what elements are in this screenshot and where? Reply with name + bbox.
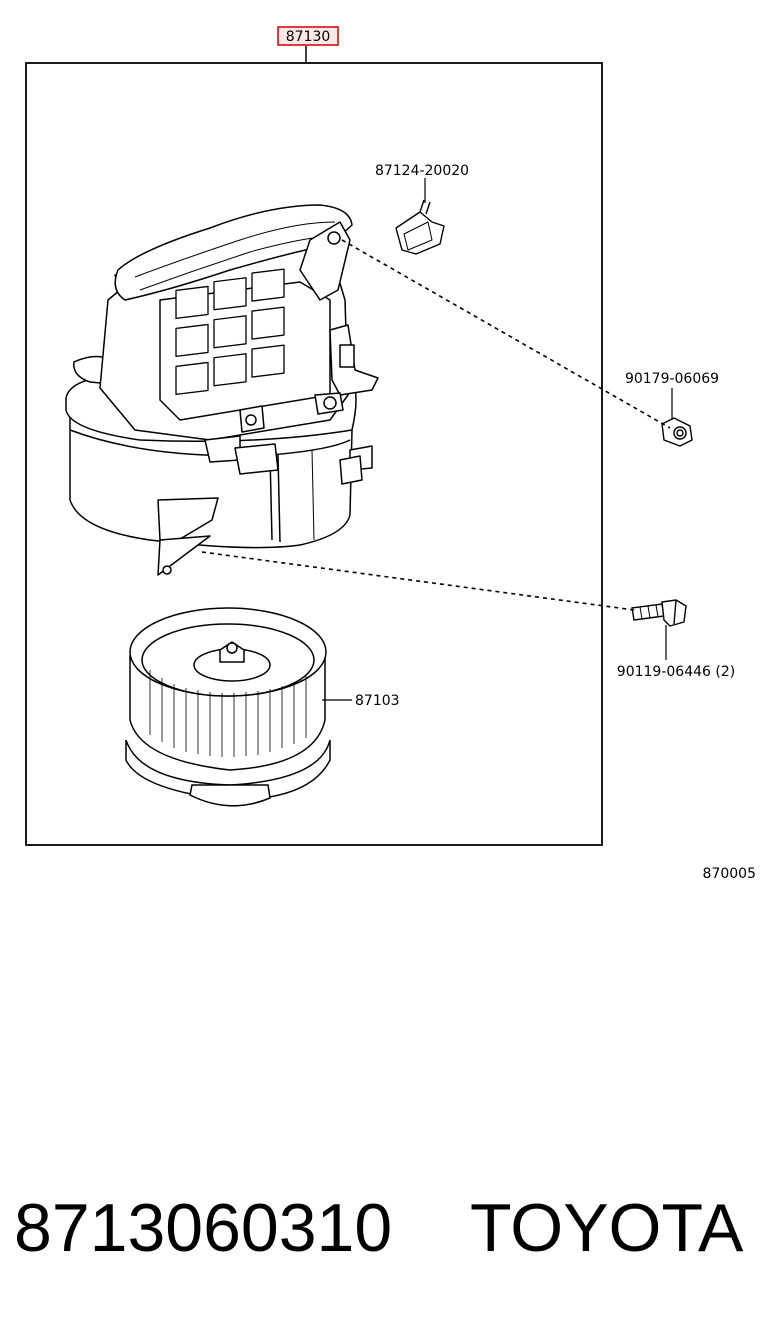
- callout-87103[interactable]: 87103: [355, 693, 400, 709]
- exploded-parts-diagram: 87130: [25, 26, 756, 882]
- bolt-connection-dashed: [201, 551, 635, 611]
- nut-part-drawing: [661, 417, 693, 447]
- assembly-part-label[interactable]: 87130: [286, 29, 331, 45]
- blower-motor-drawing: [125, 607, 331, 807]
- bolt-part-drawing: [631, 599, 687, 627]
- footer-brand: TOYOTA: [470, 1190, 744, 1266]
- footer: 8713060310 TOYOTA: [0, 1188, 760, 1278]
- assembly-frame: [25, 62, 603, 846]
- assembly-label-highlight: [277, 26, 339, 46]
- callout-90179-06069[interactable]: 90179-06069: [625, 371, 719, 387]
- nut-connection-dashed: [341, 239, 671, 429]
- footer-part-number: 8713060310: [14, 1190, 393, 1266]
- callout-90119-06446[interactable]: 90119-06446 (2): [617, 664, 735, 680]
- blower-housing-drawing: [65, 204, 379, 576]
- clip-part-drawing: [395, 199, 445, 255]
- figure-code: 870005: [703, 866, 756, 882]
- callout-87124-20020[interactable]: 87124-20020: [375, 163, 469, 179]
